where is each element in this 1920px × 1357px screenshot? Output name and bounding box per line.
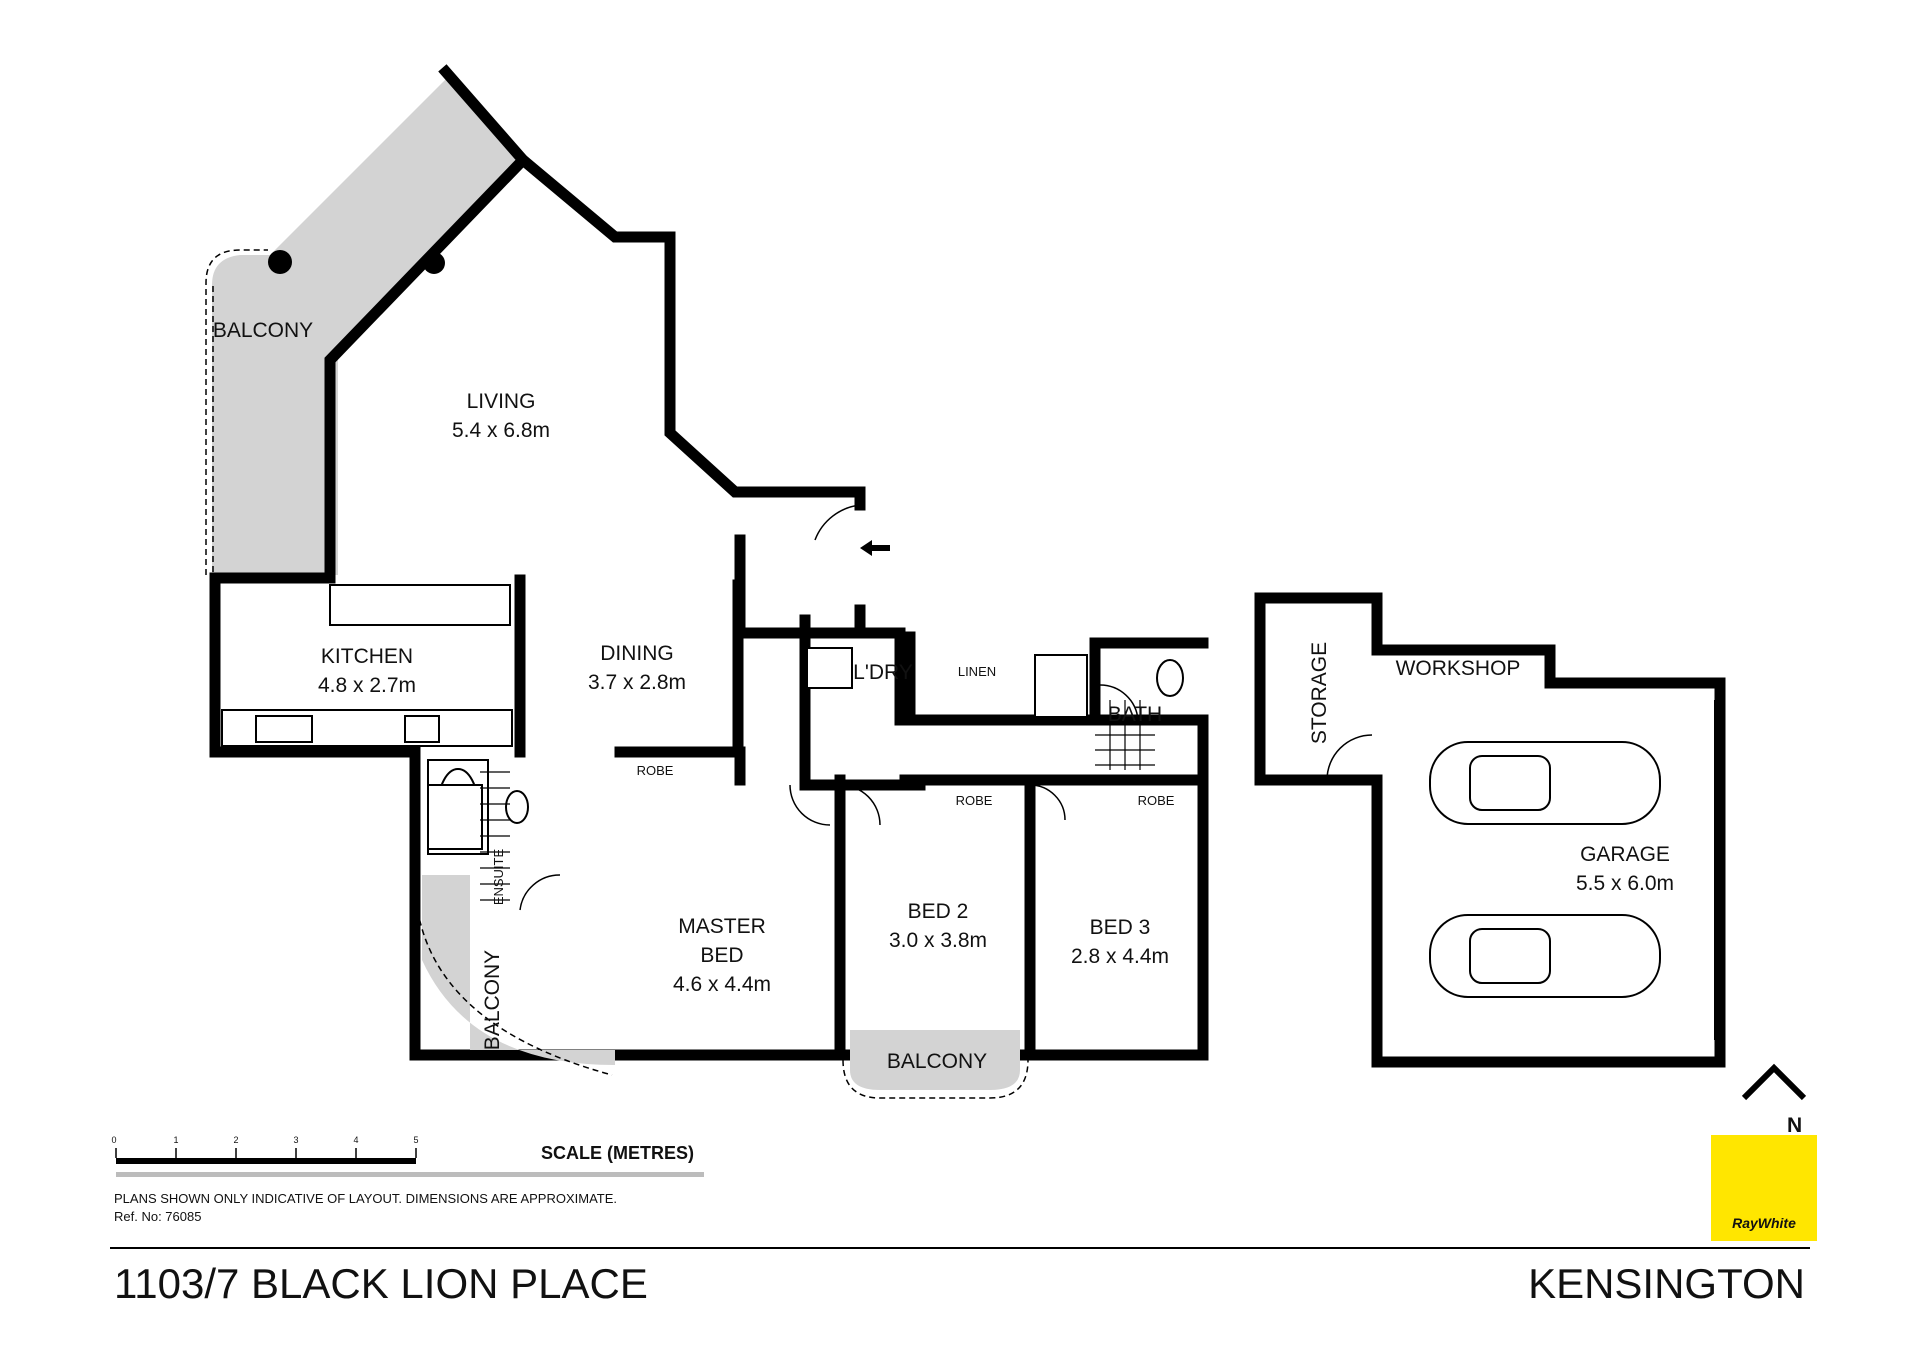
label-storage: STORAGE bbox=[1308, 642, 1331, 744]
fixtures bbox=[221, 584, 1184, 855]
scale-tick: 2 bbox=[233, 1135, 238, 1145]
property-suburb: KENSINGTON bbox=[1528, 1260, 1805, 1307]
label-garage: GARAGE bbox=[1580, 843, 1670, 866]
raywhite-logo: RayWhite bbox=[1711, 1135, 1817, 1241]
property-address: 1103/7 BLACK LION PLACE bbox=[114, 1260, 648, 1307]
scale-tick: 1 bbox=[173, 1135, 178, 1145]
scale-tick: 0 bbox=[111, 1135, 116, 1145]
label-balcony-bed2: BALCONY bbox=[887, 1050, 987, 1073]
label-balcony-master: BALCONY bbox=[481, 950, 504, 1050]
label-bed2: BED 2 bbox=[908, 900, 969, 923]
label-bed3: BED 3 bbox=[1090, 916, 1151, 939]
scale-bar: 0 1 2 3 4 5 bbox=[111, 1135, 704, 1177]
label-robe-master: ROBE bbox=[637, 763, 674, 778]
label-balcony-main: BALCONY bbox=[213, 319, 313, 342]
unit-walls bbox=[209, 64, 1209, 1061]
scale-tick: 4 bbox=[353, 1135, 358, 1145]
label-living: LIVING bbox=[467, 390, 536, 413]
label-bath: BATH bbox=[1108, 703, 1162, 726]
tiles bbox=[480, 700, 1155, 901]
balcony-bed2-area bbox=[842, 1030, 1029, 1099]
label-bed3-size: 2.8 x 4.4m bbox=[1071, 945, 1169, 968]
label-dining-size: 3.7 x 2.8m bbox=[588, 671, 686, 694]
footer-divider bbox=[110, 1247, 1810, 1249]
label-kitchen: KITCHEN bbox=[321, 645, 413, 668]
label-linen: LINEN bbox=[958, 664, 996, 679]
scale-label: SCALE (METRES) bbox=[541, 1143, 694, 1163]
balcony-master-area bbox=[414, 869, 615, 1076]
label-master: MASTER bbox=[678, 915, 766, 938]
disclaimer-text: PLANS SHOWN ONLY INDICATIVE OF LAYOUT. D… bbox=[114, 1191, 618, 1206]
label-kitchen-size: 4.8 x 2.7m bbox=[318, 674, 416, 697]
label-dining: DINING bbox=[600, 642, 674, 665]
scale-tick: 3 bbox=[293, 1135, 298, 1145]
label-ensuite: ENSUITE bbox=[491, 849, 506, 906]
north-label: N bbox=[1787, 1114, 1802, 1137]
garage-walls bbox=[1254, 592, 1726, 1068]
logo-text: RayWhite bbox=[1732, 1215, 1796, 1231]
north-arrow-icon: N bbox=[1741, 1063, 1807, 1137]
label-bed2-size: 3.0 x 3.8m bbox=[889, 929, 987, 952]
label-workshop: WORKSHOP bbox=[1396, 657, 1521, 680]
label-master-bed: BED bbox=[700, 944, 743, 967]
label-laundry: L'DRY bbox=[853, 661, 913, 684]
label-robe-bed3: ROBE bbox=[1138, 793, 1175, 808]
label-master-size: 4.6 x 4.4m bbox=[673, 973, 771, 996]
entry-arrow-icon bbox=[860, 540, 890, 556]
car-bottom bbox=[1429, 914, 1661, 998]
reference-number: Ref. No: 76085 bbox=[114, 1209, 202, 1224]
label-robe-bed2: ROBE bbox=[956, 793, 993, 808]
scale-tick: 5 bbox=[413, 1135, 418, 1145]
car-top bbox=[1429, 741, 1661, 825]
label-garage-size: 5.5 x 6.0m bbox=[1576, 872, 1674, 895]
label-living-size: 5.4 x 6.8m bbox=[452, 419, 550, 442]
doors bbox=[519, 504, 1139, 911]
